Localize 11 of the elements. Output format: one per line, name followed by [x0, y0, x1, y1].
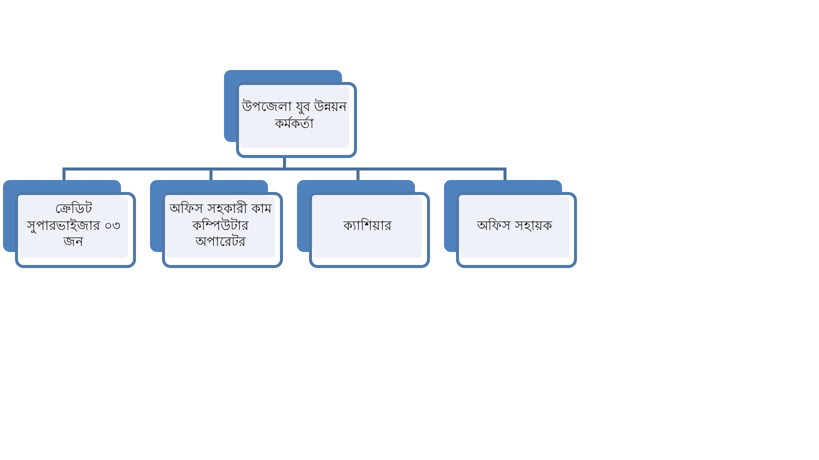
position-title: ক্যাশিয়ার	[313, 196, 422, 258]
position-title: ক্রেডিট সুপারভাইজার ০৩ জন	[19, 196, 128, 258]
org-chart-box	[150, 180, 283, 268]
connector-line	[283, 158, 506, 180]
org-chart-box	[444, 180, 577, 268]
position-title: উপজেলা যুব উন্নয়ন কর্মকর্তা	[240, 86, 349, 148]
position-title: অফিস সহকারী কাম কম্পিউটার অপারেটর	[166, 196, 275, 258]
org-chart-box	[3, 180, 136, 268]
position-title: অফিস সহায়ক	[460, 196, 569, 258]
org-chart-box	[224, 70, 357, 158]
org-chart-box	[297, 180, 430, 268]
